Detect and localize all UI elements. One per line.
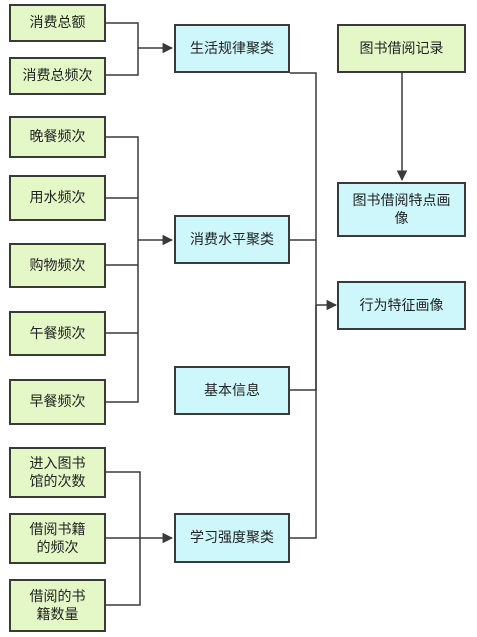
node-xingwei-huaxiang: 行为特征画像 <box>337 281 466 330</box>
edge-jinru-tushuguan <box>106 471 141 538</box>
node-xiaofei-shuiping: 消费水平聚类 <box>174 215 290 264</box>
node-gouwu-pinci: 购物频次 <box>9 243 106 288</box>
edge-zaocan <box>106 240 139 403</box>
edge-xuexi-qiangdu <box>290 305 317 539</box>
edge-jiben-xinxi <box>290 305 317 391</box>
node-jieyue-shuji-pinci: 借阅书籍的频次 <box>9 513 106 564</box>
node-shenghuo-guilv: 生活规律聚类 <box>174 24 290 73</box>
edge-xiaofei-zonge <box>106 22 139 48</box>
edge-shenghuo-guilv <box>290 72 317 305</box>
edge-xiaofei-zongpinci <box>106 48 139 76</box>
node-yongshui-pinci: 用水频次 <box>9 175 106 221</box>
node-jinru-tushuguan: 进入图书馆的次数 <box>9 447 106 498</box>
node-xiaofei-zonge: 消费总额 <box>9 4 106 42</box>
node-xuexi-qiangdu: 学习强度聚类 <box>174 513 290 563</box>
node-tushu-jieyue-jilu: 图书借阅记录 <box>337 24 466 73</box>
node-jiben-xinxi: 基本信息 <box>174 366 290 415</box>
node-wancan-pinci: 晚餐频次 <box>9 116 106 158</box>
node-wucan-pinci: 午餐频次 <box>9 311 106 356</box>
node-tushu-jieyue-huaxiang: 图书借阅特点画像 <box>337 182 466 237</box>
edge-wancan <box>106 136 139 240</box>
node-jieyue-shuji-shuliang: 借阅的书籍数量 <box>9 579 106 632</box>
node-xiaofei-zongpinci: 消费总频次 <box>9 57 106 95</box>
node-zaocan-pinci: 早餐频次 <box>9 379 106 425</box>
edge-jieyue-shuliang <box>106 538 141 606</box>
